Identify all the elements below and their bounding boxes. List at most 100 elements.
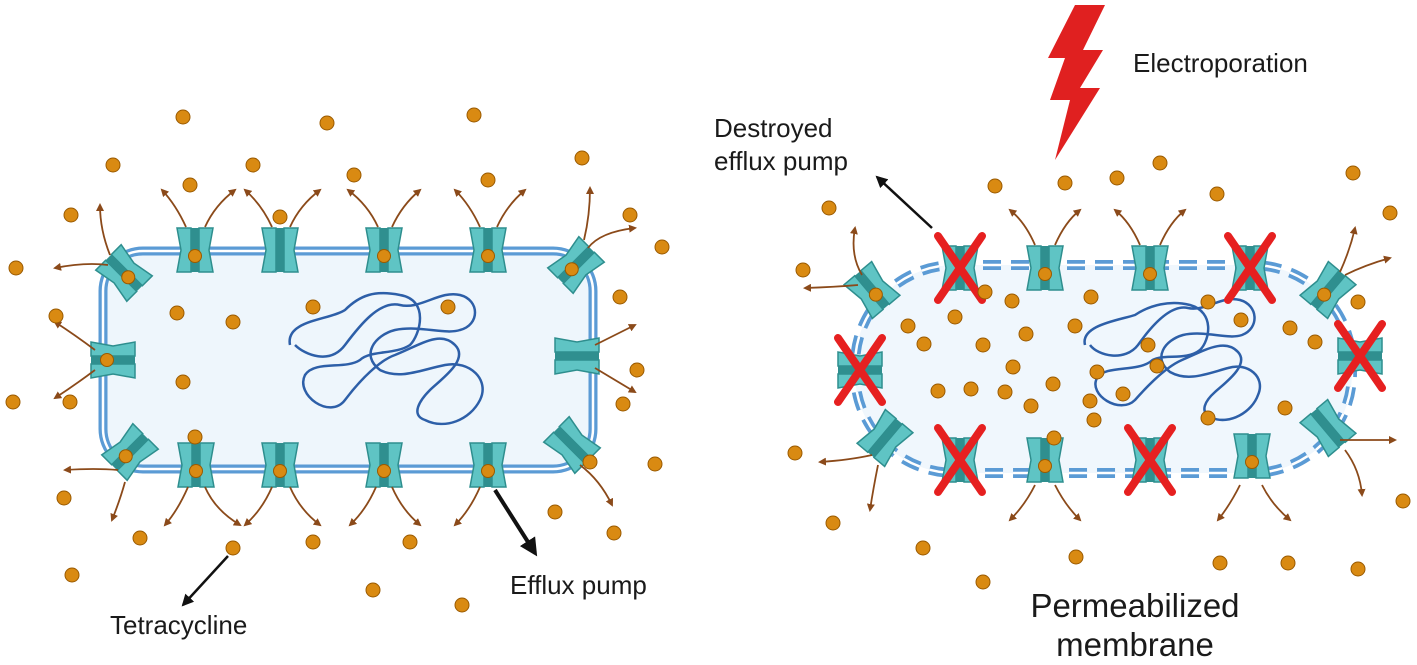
- tetracycline-in-pump: [1038, 459, 1052, 473]
- efflux-arrow: [1344, 449, 1366, 497]
- efflux-arrow: [204, 188, 237, 228]
- dna-strand-right: [1083, 297, 1261, 421]
- tetracycline-molecule: [1350, 561, 1366, 577]
- efflux-arrow: [1054, 208, 1082, 246]
- pump-subunit-right: [562, 251, 606, 295]
- tetracycline-molecule: [1089, 364, 1105, 380]
- efflux-arrow: [587, 224, 637, 249]
- tetracycline-molecule: [1152, 155, 1168, 171]
- pump-subunit-right: [283, 227, 299, 273]
- cell-membrane-outer: [98, 246, 598, 474]
- pump-channel: [276, 228, 284, 272]
- pump-subunit-left: [176, 227, 192, 273]
- efflux-arrow: [391, 188, 422, 228]
- efflux-pump-icon: [365, 442, 403, 488]
- tetracycline-molecule: [1109, 170, 1125, 186]
- efflux-arrow: [453, 486, 481, 527]
- tetracycline-in-pump: [377, 249, 391, 263]
- efflux-arrow: [53, 262, 109, 271]
- tetracycline-molecule: [975, 337, 991, 353]
- tetracycline-molecule: [182, 177, 198, 193]
- efflux-arrows: [53, 186, 1397, 527]
- pump-subunit-right: [1255, 433, 1271, 479]
- tetracycline-molecule: [1057, 175, 1073, 191]
- tetracycline-molecule: [225, 540, 241, 556]
- efflux-pumps: [90, 227, 1383, 488]
- efflux-arrow: [453, 188, 481, 228]
- pump-subunit-right: [1315, 398, 1358, 444]
- tetracycline-molecule: [305, 534, 321, 550]
- efflux-pump-icon: [90, 341, 136, 379]
- tetracycline-molecule: [480, 172, 496, 188]
- efflux-arrow: [53, 369, 96, 400]
- efflux-arrow: [1344, 255, 1392, 276]
- tetracycline-molecule: [963, 381, 979, 397]
- efflux-arrow: [1008, 484, 1036, 522]
- efflux-pump-icon: [176, 227, 214, 273]
- efflux-pump-icon: [365, 227, 403, 273]
- tetracycline-in-pump: [481, 249, 495, 263]
- efflux-arrow: [1008, 208, 1036, 246]
- tetracycline-molecule: [56, 490, 72, 506]
- permeabilized-membrane-label-line2: membrane: [1056, 626, 1214, 663]
- tetracycline-molecule: [1280, 555, 1296, 571]
- tetracycline-molecule: [272, 209, 288, 225]
- tetracycline-molecule: [5, 394, 21, 410]
- efflux-arrow: [160, 188, 187, 228]
- efflux-arrow: [63, 465, 119, 474]
- tetracycline-molecule: [1046, 430, 1062, 446]
- red-x-icon: [1334, 320, 1386, 392]
- tetracycline-in-pump: [188, 249, 202, 263]
- tetracycline-molecule: [900, 318, 916, 334]
- tetracycline-molecule: [1045, 376, 1061, 392]
- pump-subunit-left: [1131, 245, 1147, 291]
- efflux-pump-icon: [261, 442, 299, 488]
- dna-strand: [288, 291, 484, 426]
- pump-subunit-left: [542, 431, 586, 475]
- pump-subunit-right: [491, 442, 507, 488]
- pump-subunit-left: [94, 259, 138, 303]
- tetracycline-molecule: [947, 309, 963, 325]
- efflux-arrow: [803, 283, 859, 292]
- tetracycline-molecule: [612, 289, 628, 305]
- efflux-arrow: [594, 324, 637, 346]
- tetracycline-molecule: [175, 109, 191, 125]
- efflux-arrow: [243, 188, 273, 228]
- tetracycline-molecule: [1023, 398, 1039, 414]
- efflux-arrow: [96, 203, 111, 256]
- tetracycline-molecule: [987, 178, 1003, 194]
- lightning-bolt-icon: [1048, 5, 1105, 160]
- intact-bacterial-cell: [98, 246, 598, 474]
- tetracycline-in-pump: [1038, 267, 1052, 281]
- red-x-icon: [1124, 424, 1176, 496]
- efflux-pump-icon: [261, 227, 299, 273]
- efflux-pump-icon: [177, 442, 215, 488]
- tetracycline-molecule: [1233, 312, 1249, 328]
- tetracycline-molecule: [582, 454, 598, 470]
- tetracycline-molecule: [62, 394, 78, 410]
- pump-subunit-left: [261, 442, 277, 488]
- pump-subunit-right: [387, 442, 403, 488]
- pump-subunit-left: [554, 337, 600, 353]
- pump-subunit-right: [110, 243, 154, 287]
- tetracycline-molecule: [1307, 334, 1323, 350]
- efflux-pump-icon: [546, 235, 606, 295]
- tetracycline-molecule: [654, 239, 670, 255]
- tetracycline-molecule: [821, 200, 837, 216]
- tetracycline-in-pump: [377, 464, 391, 478]
- x-stroke: [1224, 232, 1276, 304]
- tetracycline-molecule: [346, 167, 362, 183]
- efflux-arrow: [243, 486, 273, 527]
- tetracycline-molecule: [1200, 294, 1216, 310]
- efflux-pump-icon: [100, 422, 160, 482]
- efflux-arrow: [204, 486, 242, 527]
- efflux-arrow: [1339, 226, 1358, 273]
- tetracycline-molecule: [1382, 205, 1398, 221]
- tetracycline-in-pump: [118, 449, 133, 464]
- pump-subunit-right: [872, 422, 915, 468]
- tetracycline-molecule: [1350, 294, 1366, 310]
- pump-channel: [553, 426, 591, 464]
- tetracycline-in-pump: [1143, 267, 1157, 281]
- tetracycline-molecule: [175, 374, 191, 390]
- tetracycline-molecule: [1086, 412, 1102, 428]
